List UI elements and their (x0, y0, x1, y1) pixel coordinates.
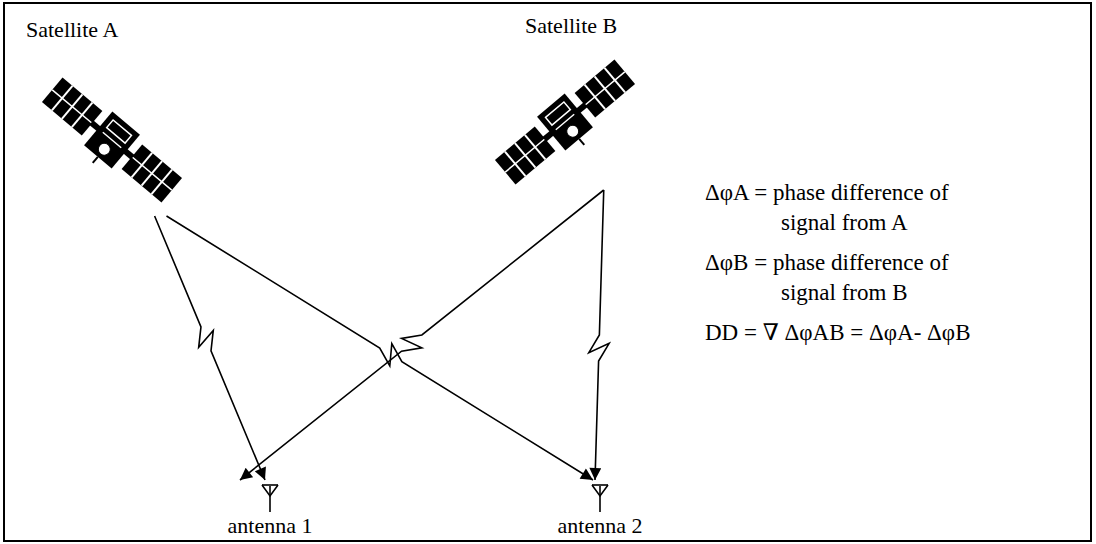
equation-note: ΔφA = phase difference of signal from A (705, 178, 1001, 238)
satellite-label: Satellite A (26, 18, 118, 42)
equation-note: DD = ∇ ΔφAB = ΔφA- ΔφB (705, 318, 1001, 348)
antenna-symbol (592, 485, 608, 512)
signal-arrow (589, 190, 609, 480)
satellite-icon (491, 55, 644, 195)
figure-frame (4, 3, 1091, 541)
satellite-node: Satellite A (22, 14, 192, 216)
satellite-node: Satellite B (495, 10, 640, 190)
antenna-label: antenna 1 (228, 514, 313, 538)
antenna-symbol (262, 485, 278, 512)
antenna-node: antenna 2 (550, 480, 650, 538)
satellite-label: Satellite B (525, 14, 617, 38)
signal-arrow (155, 216, 265, 480)
satellite-icon (33, 73, 186, 213)
signal-arrow (167, 216, 594, 480)
antenna-label: antenna 2 (558, 514, 643, 538)
antenna-node: antenna 1 (220, 480, 320, 538)
equation-note: ΔφB = phase difference of signal from B (705, 248, 1001, 308)
signal-arrow (240, 190, 604, 480)
